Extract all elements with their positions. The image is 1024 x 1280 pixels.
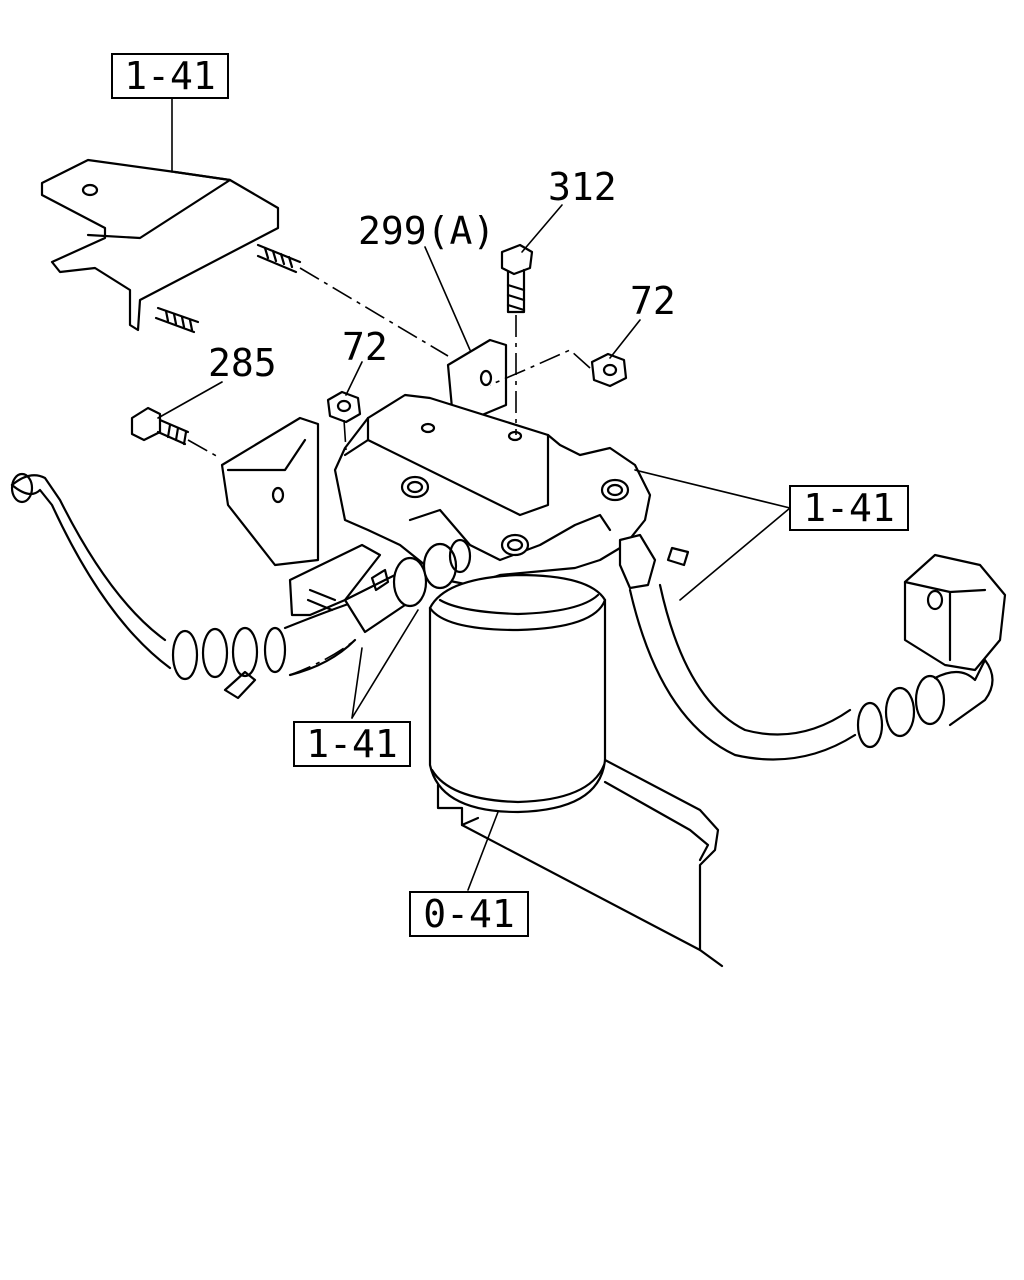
bolt-285 [130, 406, 190, 446]
callout-text: 1-41 [124, 54, 216, 98]
lower-mounting-plate [436, 758, 724, 968]
callout-text: 1-41 [803, 486, 895, 530]
callout-text: 1-41 [306, 722, 398, 766]
part-label-72-left: 72 [342, 325, 388, 369]
callout-text: 0-41 [423, 892, 515, 936]
leader-bottom-left-1 [351, 647, 363, 719]
centerline-bracket [299, 267, 449, 357]
centerline-72-right [489, 349, 591, 386]
bolt-312 [500, 243, 534, 314]
callout-right: 1-41 [789, 485, 909, 531]
nut-72-left [326, 390, 362, 424]
leader-312 [521, 204, 563, 253]
upper-mounting-bracket [40, 158, 302, 334]
leader-bottom-left-2 [351, 609, 419, 719]
part-label-72-right: 72 [630, 279, 676, 323]
head-bolt-3 [500, 533, 530, 557]
leader-72-right [609, 319, 641, 359]
part-label-285: 285 [208, 341, 277, 385]
leader-bottom [467, 811, 499, 891]
filter-head-block [333, 393, 652, 587]
centerline-285 [187, 439, 221, 459]
leader-right-1 [634, 469, 791, 509]
callout-bottom-left: 1-41 [293, 721, 411, 767]
leader-right-2 [679, 507, 791, 601]
leader-72-left [345, 361, 363, 396]
part-label-299a: 299(A) [358, 209, 495, 253]
callout-top-left: 1-41 [111, 53, 229, 99]
head-bolt-2 [600, 478, 630, 502]
left-fuel-hose [10, 472, 472, 700]
part-label-312: 312 [548, 165, 617, 209]
filter-cartridge [428, 573, 607, 814]
right-fuel-hose [618, 533, 1007, 761]
head-bolt-1 [400, 475, 430, 499]
leader-285 [157, 381, 223, 419]
centerline-72-left [343, 419, 347, 451]
leader-299a [424, 246, 471, 351]
callout-bottom: 0-41 [409, 891, 529, 937]
nut-72-right [590, 352, 628, 388]
